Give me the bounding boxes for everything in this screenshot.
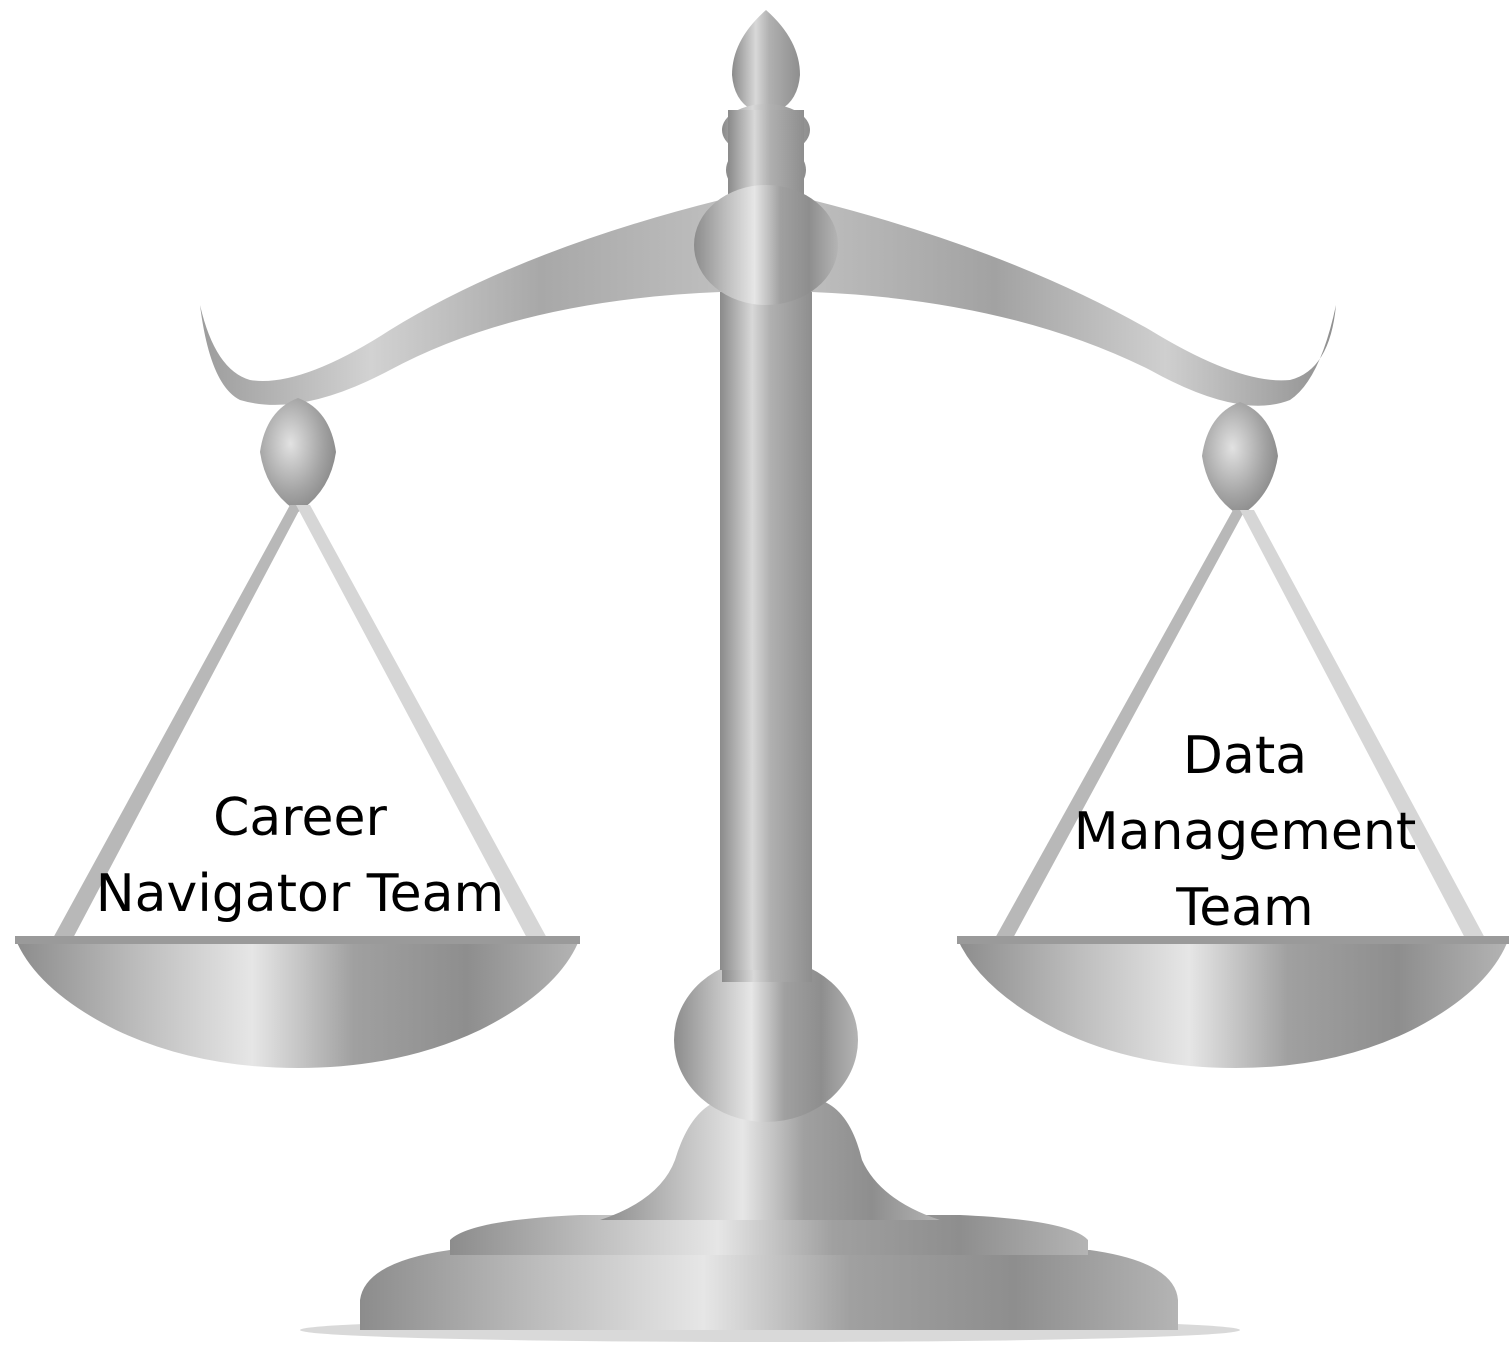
right-pan-label-line-1: Data (1182, 726, 1308, 786)
right-pan-label: Data Management Team (1020, 718, 1470, 946)
right-pan-label-line-3: Team (1176, 878, 1314, 938)
right-pan-label-line-2: Management (1073, 802, 1417, 862)
left-pan-label: Career Navigator Team (60, 780, 540, 932)
left-pan-label-line-1: Career (213, 788, 387, 848)
left-pan-label-line-2: Navigator Team (95, 864, 505, 924)
